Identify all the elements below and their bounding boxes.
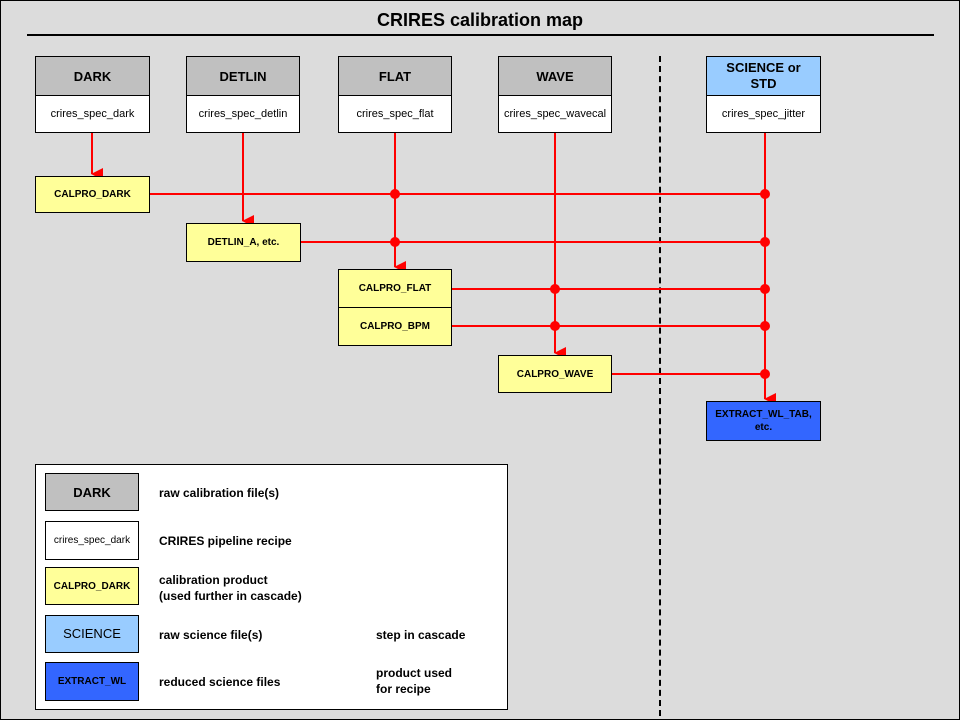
use-dot [760, 369, 770, 379]
raw-wave-box: WAVE [498, 56, 612, 96]
legend-raw-sample: DARK [45, 473, 139, 511]
raw-flat-box: FLAT [338, 56, 452, 96]
legend-raw-text: raw calibration file(s) [159, 486, 280, 500]
legend-used-text: product used for recipe [376, 666, 453, 696]
use-dot [390, 237, 400, 247]
legend-recipe-sample: crires_spec_dark [45, 521, 139, 560]
legend-product-text: calibration product (used further in cas… [159, 573, 302, 603]
science-or-std-box: SCIENCE or STD [706, 56, 821, 96]
legend-science-text: raw science file(s) [159, 628, 263, 642]
use-dot [760, 321, 770, 331]
legend-science-sample: SCIENCE [45, 615, 139, 653]
use-dot [760, 237, 770, 247]
detlin-a-box: DETLIN_A, etc. [186, 223, 301, 262]
recipe-detlin-box: crires_spec_detlin [186, 95, 300, 133]
recipe-wavecal-box: crires_spec_wavecal [498, 95, 612, 133]
recipe-flat-box: crires_spec_flat [338, 95, 452, 133]
calpro-flat-box: CALPRO_FLAT [338, 269, 452, 308]
legend-recipe-text: CRIRES pipeline recipe [159, 534, 292, 548]
legend-product-sample: CALPRO_DARK [45, 567, 139, 605]
calpro-wave-box: CALPRO_WAVE [498, 355, 612, 393]
page-title: CRIRES calibration map [376, 10, 584, 30]
science-divider [659, 56, 661, 716]
use-dot [550, 321, 560, 331]
use-dot [760, 189, 770, 199]
calpro-dark-box: CALPRO_DARK [35, 176, 150, 213]
use-dot [760, 284, 770, 294]
raw-dark-box: DARK [35, 56, 150, 96]
extract-wl-tab-box: EXTRACT_WL_TAB, etc. [706, 401, 821, 441]
use-dot [390, 189, 400, 199]
legend-reduced-text: reduced science files [159, 675, 281, 689]
raw-detlin-box: DETLIN [186, 56, 300, 96]
calpro-bpm-box: CALPRO_BPM [338, 307, 452, 346]
use-dot [550, 284, 560, 294]
recipe-jitter-box: crires_spec_jitter [706, 95, 821, 133]
title-rule [27, 34, 934, 36]
legend-step-text: step in cascade [376, 628, 466, 642]
legend-reduced-sample: EXTRACT_WL [45, 662, 139, 701]
recipe-dark-box: crires_spec_dark [35, 95, 150, 133]
